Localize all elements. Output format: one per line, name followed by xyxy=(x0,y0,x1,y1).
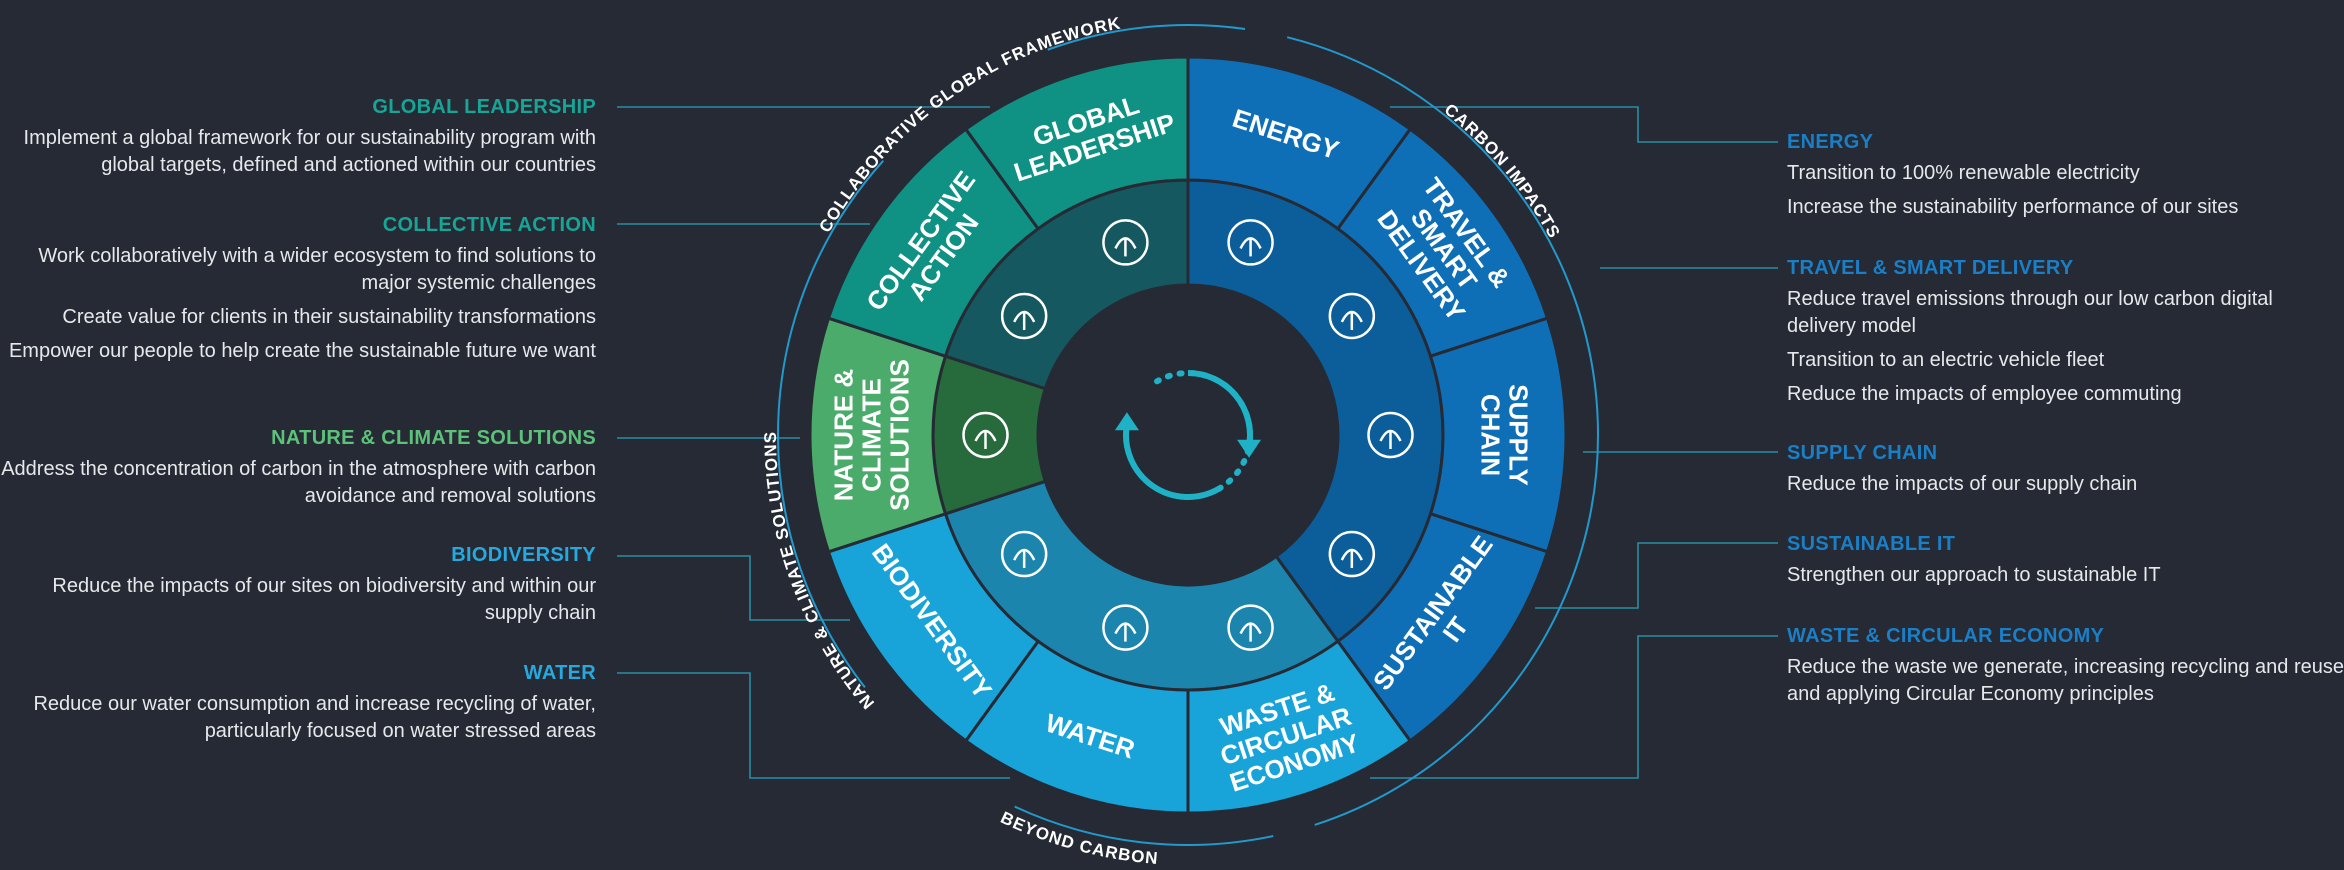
connector-line xyxy=(1370,635,1778,779)
section-title: BIODIVERSITY xyxy=(451,544,596,566)
section-water: WATER Reduce our water consumption and in… xyxy=(0,661,596,752)
section-sustainable-it: SUSTAINABLE IT Strengthen our approach to… xyxy=(1787,532,2344,596)
sustainable-it-icon xyxy=(1328,530,1376,578)
section-travel-smart-delivery: TRAVEL & SMART DELIVERY Reduce travel emi… xyxy=(1787,256,2344,415)
section-item: Create value for clients in their sustai… xyxy=(62,306,596,328)
connector-line xyxy=(1535,542,1778,609)
segment-global-leadership xyxy=(963,55,1190,231)
section-item: Reduce the impacts of employee commuting xyxy=(1787,383,2182,405)
section-item: Implement a global framework for our sus… xyxy=(23,127,596,176)
plant-brain-icon xyxy=(962,411,1009,459)
section-item: Transition to an electric vehicle fleet xyxy=(1787,349,2105,371)
bee-icon xyxy=(1000,530,1048,578)
section-title: ENERGY xyxy=(1787,131,1874,153)
section-item: Reduce the waste we generate, increasing… xyxy=(1787,656,2344,705)
section-supply-chain: SUPPLY CHAIN Reduce the impacts of our su… xyxy=(1787,441,2344,505)
connector-lines xyxy=(617,106,1778,779)
supply-chain-icon xyxy=(1367,411,1414,459)
section-item: Reduce travel emissions through our low … xyxy=(1787,288,2273,337)
section-energy: ENERGY Transition to 100% renewable elect… xyxy=(1787,130,2344,228)
connector-line xyxy=(617,555,850,621)
section-title: WASTE & CIRCULAR ECONOMY xyxy=(1787,625,2105,647)
section-title: GLOBAL LEADERSHIP xyxy=(372,96,596,118)
globe-people-icon xyxy=(1102,219,1149,266)
section-item: Work collaboratively with a wider ecosys… xyxy=(38,245,596,294)
wheel-icons xyxy=(962,219,1414,651)
section-title: NATURE & CLIMATE SOLUTIONS xyxy=(271,427,596,449)
section-global-leadership: GLOBAL LEADERSHIP Implement a global fram… xyxy=(0,95,596,186)
section-title: SUSTAINABLE IT xyxy=(1787,533,1956,555)
segment-label-line: CLIMATE xyxy=(857,378,887,492)
section-item: Increase the sustainability performance … xyxy=(1787,196,2239,218)
connector-line xyxy=(617,672,1010,779)
segment-label-line: SOLUTIONS xyxy=(885,359,915,511)
outer-label-bottom: BEYOND CARBON xyxy=(998,808,1160,868)
hand-globe-icon xyxy=(1000,292,1048,340)
section-item: Transition to 100% renewable electricity xyxy=(1787,162,2140,184)
section-item: Reduce the impacts of our supply chain xyxy=(1787,473,2138,495)
plant-bulb-icon xyxy=(1227,219,1274,266)
section-item: Reduce the impacts of our sites on biodi… xyxy=(52,575,596,624)
section-waste-circular-economy: WASTE & CIRCULAR ECONOMY Reduce the waste… xyxy=(1787,624,2344,715)
section-biodiversity: BIODIVERSITY Reduce the impacts of our si… xyxy=(0,543,596,634)
segment-label: NATURE &CLIMATESOLUTIONS xyxy=(829,359,915,511)
section-item: Reduce our water consumption and increas… xyxy=(33,693,596,742)
section-title: SUPPLY CHAIN xyxy=(1787,442,1938,464)
electric-car-icon xyxy=(1328,292,1376,340)
section-title: TRAVEL & SMART DELIVERY xyxy=(1787,257,2074,279)
section-collective-action: COLLECTIVE ACTION Work collaboratively wi… xyxy=(0,213,596,372)
recycle-icon xyxy=(1227,604,1274,651)
section-nature-climate-solutions: NATURE & CLIMATE SOLUTIONS Address the co… xyxy=(0,426,596,517)
section-title: WATER xyxy=(523,662,596,684)
section-item: Empower our people to help create the su… xyxy=(8,340,596,362)
water-drop-leaf-icon xyxy=(1102,604,1149,651)
segment-label-line: NATURE & xyxy=(829,369,859,501)
segment-label: SUPPLYCHAIN xyxy=(1476,384,1534,486)
cycle-arrows-icon xyxy=(1040,287,1336,583)
segment-label-line: CHAIN xyxy=(1476,394,1506,476)
wheel-segments xyxy=(808,55,1568,815)
connector-line xyxy=(1390,106,1778,143)
section-title: COLLECTIVE ACTION xyxy=(382,214,596,236)
section-item: Address the concentration of carbon in t… xyxy=(1,458,596,507)
section-item: Strengthen our approach to sustainable I… xyxy=(1787,564,2161,586)
segment-label-line: SUPPLY xyxy=(1504,384,1534,486)
